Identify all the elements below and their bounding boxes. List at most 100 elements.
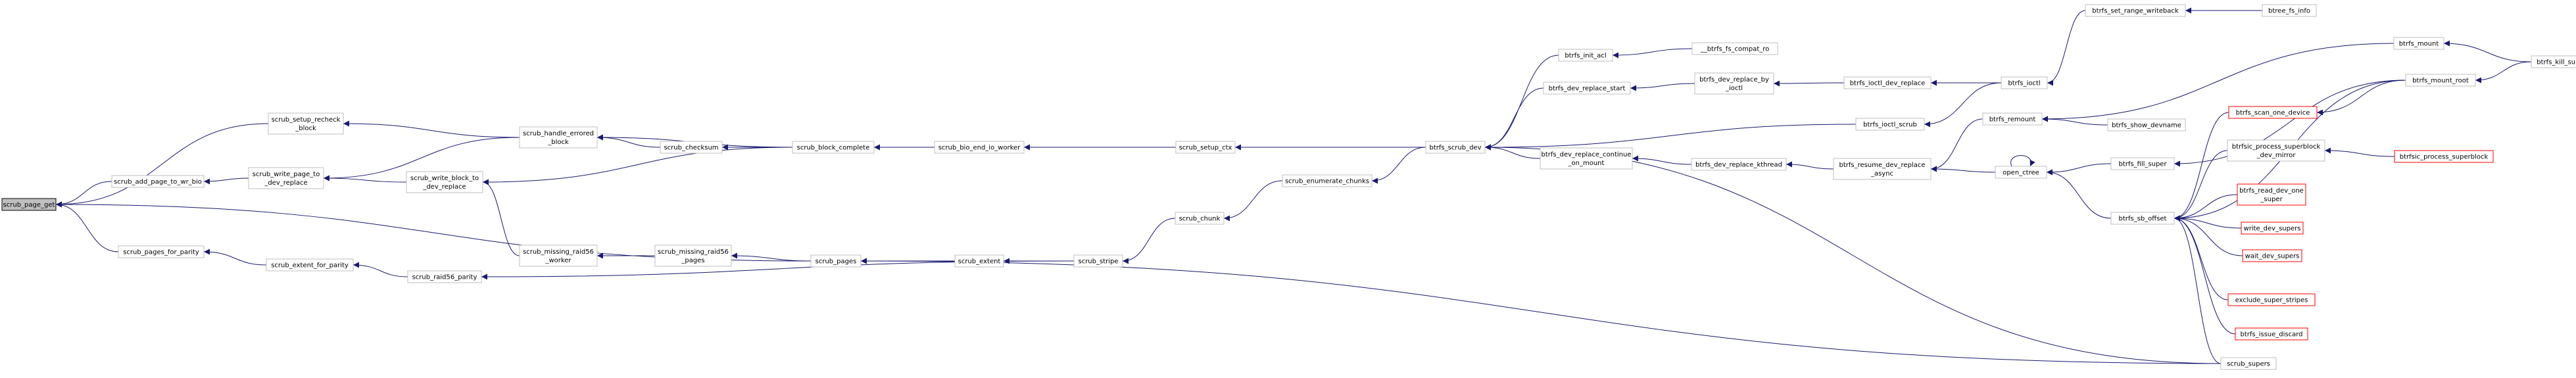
call-edge-scrub-pages-for-parity-to-scrub-page-get [55,201,119,252]
call-edge-btrfs-fill-super-to-open-ctree [2046,163,2112,176]
node-btree-fs-info[interactable]: btree_fs_info [2262,4,2317,17]
node-scrub-stripe[interactable]: scrub_stripe [1073,254,1123,268]
call-edge-scrub-handle-errored-block-to-scrub-setup-recheck-block [343,120,520,138]
node-scrub-write-block-to-dev-replace[interactable]: scrub_write_block_to_dev_replace [406,171,483,193]
node-wait-dev-supers[interactable]: wait_dev_supers [2242,249,2302,262]
node-scrub-raid56-parity[interactable]: scrub_raid56_parity [407,270,482,283]
node-scrub-extent-for-parity[interactable]: scrub_extent_for_parity [266,258,354,272]
node-box [810,254,862,268]
node-btrfs-scan-one-device[interactable]: btrfs_scan_one_device [2228,106,2318,119]
node-label: _dev_mirror [2256,152,2297,159]
node-label: btrfs_dev_replace_start [1549,85,1626,93]
node-box [519,126,598,149]
node-label: btrfs_resume_dev_replace [1839,162,1926,169]
node-btrfs-init-acl[interactable]: btrfs_init_acl [1558,49,1613,62]
node-label: btrfsic_process_superblock [2232,143,2321,151]
node-label: scrub_supers [2227,361,2270,368]
node-scrub-enumerate-chunks[interactable]: scrub_enumerate_chunks [1282,174,1373,187]
node-btrfsic-process-superblock[interactable]: btrfsic_process_superblock [2394,150,2494,163]
node-write-dev-supers[interactable]: write_dev_supers [2241,222,2304,235]
node-btrfs-ioctl-scrub[interactable]: btrfs_ioctl_scrub [1855,118,1925,131]
node-label: btrfs_read_dev_one [2239,187,2304,195]
node-btrfs-mount-root[interactable]: btrfs_mount_root [2405,74,2476,87]
node-label: btrfs_scan_one_device [2236,110,2310,117]
node-label: scrub_setup_ctx [1179,145,1232,152]
node-box [2227,293,2316,306]
call-edge-scrub-extent-for-parity-to-scrub-pages-for-parity [203,248,267,266]
node-label: scrub_add_page_to_wr_bio [114,179,202,186]
node-label: btrfsic_process_superblock [2400,154,2489,161]
node-scrub-handle-errored-block[interactable]: scrub_handle_errored_block [519,126,598,149]
node-btrfs-sb-offset[interactable]: btrfs_sb_offset [2110,212,2175,225]
node-exclude-super-stripes[interactable]: exclude_super_stripes [2227,293,2316,306]
node-open-ctree[interactable]: open_ctree [1995,166,2047,179]
node-btrfs-scrub-dev[interactable]: btrfs_scrub_dev [1425,141,1486,154]
node-label: scrub_pages_for_parity [123,249,199,256]
node-btrfs-issue-discard[interactable]: btrfs_issue_discard [2235,327,2308,341]
node-btrfs-mount[interactable]: btrfs_mount [2393,37,2444,50]
call-edge-scrub-add-page-to-wr-bio-to-scrub-page-get [55,181,112,208]
node-scrub-page-get[interactable]: scrub_page_get [1,198,57,211]
node-box [2237,183,2306,206]
node-scrub-pages-for-parity[interactable]: scrub_pages_for_parity [118,245,205,258]
node-scrub-block-complete[interactable]: scrub_block_complete [792,141,875,154]
node-btrfs-set-range-writeback[interactable]: btrfs_set_range_writeback [2085,4,2186,17]
node-label: scrub_write_block_to [410,175,479,182]
node-btrfs-resume-dev-replace-async[interactable]: btrfs_resume_dev_replace_async [1833,158,1932,180]
node-label: _super [2260,196,2283,203]
node-scrub-missing-raid56-pages[interactable]: scrub_missing_raid56_pages [654,245,732,267]
node-label: btrfs_ioctl [2008,80,2040,87]
node-label: _worker [545,257,571,264]
node-box [654,245,732,267]
node-scrub-missing-raid56-worker[interactable]: scrub_missing_raid56_worker [519,245,598,267]
node-scrub-setup-recheck-block[interactable]: scrub_setup_recheck_block [268,112,344,135]
node-btrfs-dev-replace-continue-on-mount[interactable]: btrfs_dev_replace_continue_on_mount [1540,147,1633,170]
node-btrfs-kill-super[interactable]: btrfs_kill_super [2531,55,2576,68]
node-box [1694,72,1774,95]
node-box [1558,49,1613,62]
node-btrfs-dev-replace-by-ioctl[interactable]: btrfs_dev_replace_by_ioctl [1694,72,1774,95]
node-label: scrub_raid56_parity [412,274,477,281]
node-scrub-write-page-to-dev-replace[interactable]: scrub_write_page_to_dev_replace [248,167,324,189]
call-edge-scrub-supers-to-scrub-pages [860,258,2222,364]
node-label: btrfs_init_acl [1565,53,1606,60]
node-btrfs-ioctl[interactable]: btrfs_ioctl [2001,76,2048,89]
node-btrfs-dev-replace-kthread[interactable]: btrfs_dev_replace_kthread [1691,158,1787,171]
node-box [2393,37,2444,50]
node-scrub-checksum[interactable]: scrub_checksum [660,141,723,154]
node-scrub-chunk[interactable]: scrub_chunk [1175,212,1225,225]
call-edge-btrfs-mount-root-to-btrfs-scan-one-device [2316,80,2406,116]
node-label: open_ctree [2003,170,2039,177]
node-scrub-supers[interactable]: scrub_supers [2220,357,2277,370]
node-scrub-setup-ctx[interactable]: scrub_setup_ctx [1175,141,1236,154]
node-btrfsic-process-superblock-dev-mirror[interactable]: btrfsic_process_superblock_dev_mirror [2227,139,2325,162]
node-box [1540,147,1633,170]
node-box [2241,222,2304,235]
node-scrub-bio-end-io-worker[interactable]: scrub_bio_end_io_worker [934,141,1025,154]
node-label: scrub_write_page_to [253,171,320,178]
node-label: _pages [681,257,704,264]
node-btrfs-fs-compat-ro[interactable]: __btrfs_fs_compat_ro [1691,42,1778,55]
node-scrub-add-page-to-wr-bio[interactable]: scrub_add_page_to_wr_bio [111,175,205,188]
node-scrub-pages[interactable]: scrub_pages [810,254,862,268]
node-btrfs-ioctl-dev-replace[interactable]: btrfs_ioctl_dev_replace [1843,76,1932,89]
node-btrfs-dev-replace-start[interactable]: btrfs_dev_replace_start [1543,82,1631,95]
node-label: __btrfs_fs_compat_ro [1700,46,1770,53]
call-edge-btrfs-sb-offset-to-open-ctree [2046,169,2112,219]
node-box [1073,254,1123,268]
node-label: scrub_enumerate_chunks [1285,178,1369,185]
node-scrub-extent[interactable]: scrub_extent [954,254,1004,268]
call-edge-btrfs-dev-replace-kthread-to-btrfs-dev-replace-continue-on-mount [1632,155,1692,165]
node-label: btrfs_dev_replace_by [1699,76,1769,83]
node-btrfs-remount[interactable]: btrfs_remount [1982,112,2043,126]
node-box [2085,4,2186,17]
node-btrfs-read-dev-one-super[interactable]: btrfs_read_dev_one_super [2237,183,2306,206]
call-edge-btrfs-dev-replace-by-ioctl-to-btrfs-dev-replace-start [1630,83,1695,91]
node-btrfs-show-devname[interactable]: btrfs_show_devname [2107,118,2186,131]
call-edge-btrfs-read-dev-one-super-to-btrfs-sb-offset [2174,194,2238,222]
node-box [266,258,354,272]
call-edge-scrub-chunk-to-scrub-stripe [1122,218,1176,264]
node-btrfs-fill-super[interactable]: btrfs_fill_super [2110,157,2175,170]
node-box [2235,327,2308,341]
node-box [2531,55,2576,68]
